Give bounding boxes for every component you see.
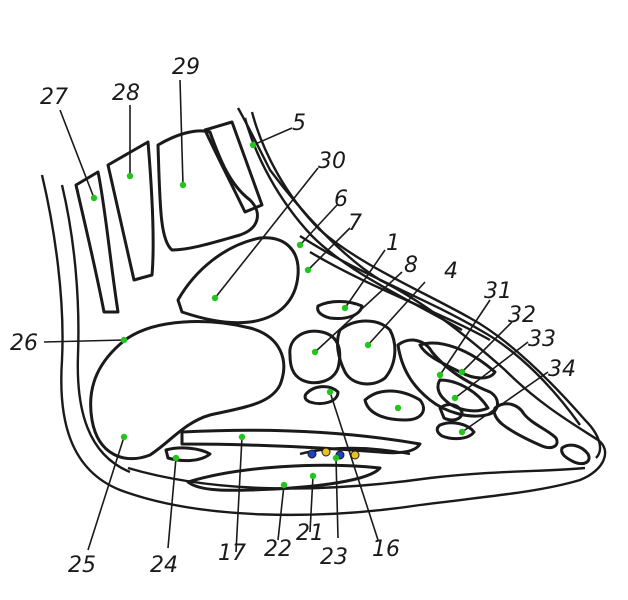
leader-lines [43, 79, 549, 553]
label-29: 29 [172, 55, 200, 80]
muscle-group [74, 120, 497, 492]
bone-phalanx-proximal [492, 402, 559, 450]
vessel-blue-1 [307, 449, 317, 459]
muscle-31 [418, 341, 497, 380]
bone-group [89, 129, 591, 466]
muscle-24 [164, 446, 212, 463]
label-7: 7 [348, 211, 362, 236]
bone-phalanx-distal [560, 443, 591, 466]
label-1: 1 [386, 231, 400, 256]
muscle-1 [316, 300, 364, 320]
label-16: 16 [372, 537, 400, 562]
plantar-neurovascular-bundle [299, 446, 411, 460]
label-25: 25 [68, 553, 96, 578]
muscle-17 [180, 428, 422, 455]
muscle-plantar-small [435, 421, 476, 441]
label-6: 6 [334, 187, 348, 212]
label-17: 17 [218, 541, 246, 566]
muscle-tendon-right [203, 120, 264, 214]
label-34: 34 [548, 357, 576, 382]
label-26: 26 [10, 331, 38, 356]
label-24: 24 [150, 553, 178, 578]
bone-talus-30 [176, 236, 300, 325]
bone-navicular [288, 329, 342, 385]
bone-cuneiform-4 [336, 319, 397, 386]
muscle-28 [106, 140, 155, 282]
muscle-plantar-mid [363, 389, 425, 422]
label-4: 4 [444, 259, 458, 284]
label-5: 5 [292, 111, 306, 136]
label-22: 22 [264, 537, 292, 562]
label-31: 31 [484, 279, 512, 304]
muscle-22 [186, 463, 382, 492]
fat-pad-16 [303, 385, 340, 406]
muscle-27 [74, 170, 120, 314]
vessel-yellow-1 [321, 447, 331, 457]
label-30: 30 [318, 149, 346, 174]
label-28: 28 [112, 81, 140, 106]
skin-outline [40, 107, 607, 517]
vessel-yellow-2 [350, 450, 360, 460]
label-32: 32 [508, 303, 536, 328]
label-23: 23 [320, 545, 348, 570]
bone-calcaneus-25 [89, 320, 286, 461]
marker-dots [90, 141, 466, 489]
bone-tibia-29 [156, 129, 259, 252]
label-33: 33 [528, 327, 556, 352]
label-27: 27 [40, 85, 68, 110]
bone-sesamoid [438, 403, 464, 422]
label-21: 21 [296, 521, 324, 546]
label-8: 8 [404, 253, 418, 278]
labels: 27 28 29 5 30 6 7 1 8 4 31 32 33 34 26 2… [10, 55, 576, 578]
